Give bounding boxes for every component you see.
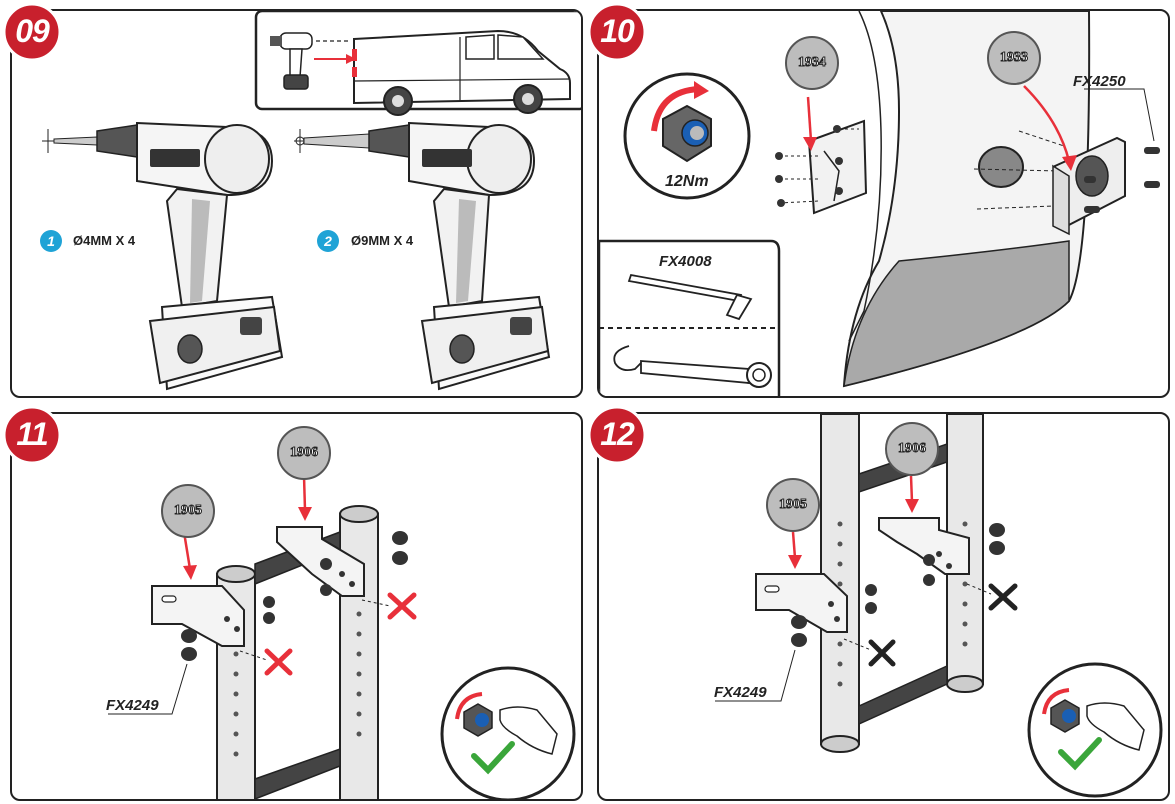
drill-size-label-2: Ø9MM X 4 (351, 233, 414, 248)
step-10-illustration (599, 11, 1160, 396)
step-panel-12: 1905 1906 FX4249 (597, 412, 1170, 801)
van-drilling-inset (254, 11, 581, 116)
hand-icon (440, 666, 576, 799)
van-icon (352, 29, 571, 116)
bracket-icon (151, 585, 245, 647)
drill-step-dot-1: 1 (40, 230, 62, 252)
part-number-1905: 1905 (766, 478, 820, 532)
tools-box (599, 239, 781, 396)
drill-step-dot-2: 2 (317, 230, 339, 252)
spanner-icon (613, 345, 772, 388)
fixing-code: FX4250 (1073, 73, 1126, 90)
step-09-illustration (42, 11, 581, 391)
step-badge-10: 10 (585, 0, 649, 64)
bracket-icon (878, 517, 970, 575)
bracket-icon (276, 526, 365, 597)
cross-icon (868, 583, 1018, 667)
vehicle-door (842, 11, 1091, 388)
step-badge-09: 09 (0, 0, 64, 64)
part-number-1934: 1934 (785, 36, 839, 90)
part-number-1905: 1905 (161, 484, 215, 538)
bracket-icon (755, 573, 848, 633)
part-number-1906: 1906 (277, 426, 331, 480)
drill-icon (42, 121, 284, 391)
step-badge-11: 11 (0, 403, 64, 467)
nut-icon (775, 125, 843, 207)
bolt-icon (791, 523, 1005, 647)
part-number-1933: 1933 (987, 31, 1041, 85)
step-12-illustration (715, 414, 1163, 798)
bolt-icon (1084, 147, 1160, 213)
tool-code: FX4008 (659, 253, 712, 270)
nut-icon (623, 72, 751, 200)
torque-value: 12Nm (665, 173, 709, 190)
drill-icon (270, 32, 313, 90)
step-11-illustration (108, 475, 576, 799)
check-icon (471, 741, 515, 775)
bolt-icon (181, 531, 408, 661)
step-panel-10: 1934 1933 FX4250 12Nm FX4008 (597, 9, 1170, 398)
drill-size-label-1: Ø4MM X 4 (73, 233, 136, 248)
fixing-code: FX4249 (106, 697, 159, 714)
drill-icon (294, 121, 551, 391)
allen-key-icon (627, 273, 753, 321)
check-icon (1058, 737, 1102, 771)
part-number-1906: 1906 (885, 422, 939, 476)
step-panel-11: 1905 1906 FX4249 (10, 412, 583, 801)
step-badge-12: 12 (585, 403, 649, 467)
cross-icon (264, 592, 417, 676)
bracket-icon (778, 119, 868, 215)
hand-icon (1027, 662, 1163, 798)
fixing-code: FX4249 (714, 684, 767, 701)
step-panel-09: 1 Ø4MM X 4 2 Ø9MM X 4 (10, 9, 583, 398)
